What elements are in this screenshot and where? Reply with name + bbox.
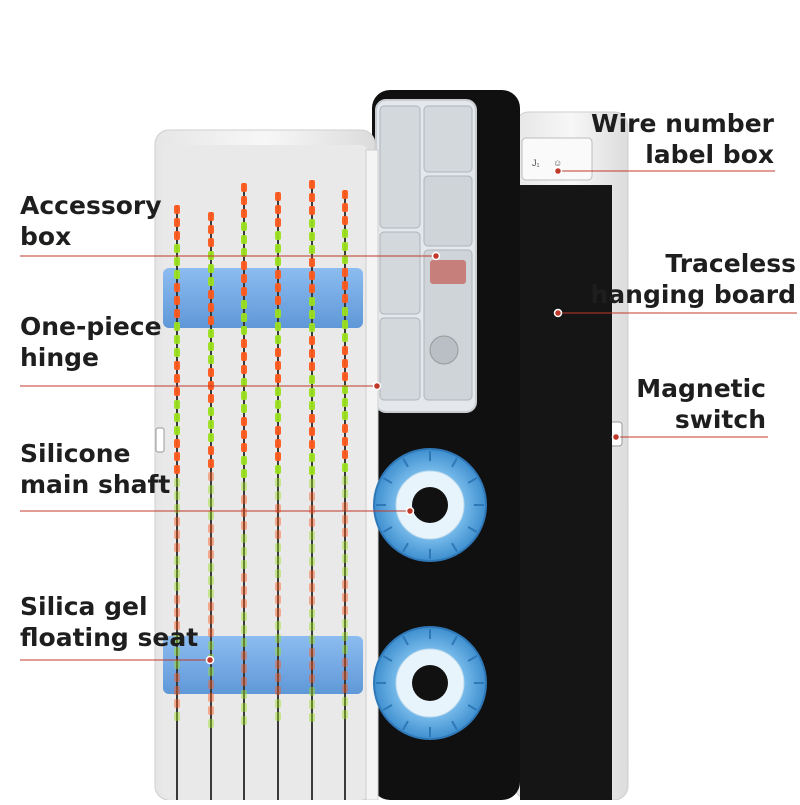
callout-dot-hinge bbox=[372, 381, 382, 391]
float bbox=[275, 192, 281, 800]
float bbox=[342, 190, 348, 800]
callout-dot-magnetic-switch bbox=[611, 432, 621, 442]
callout-dot-label-box bbox=[553, 166, 563, 176]
float bbox=[208, 212, 214, 800]
silicone-main-shaft-rack bbox=[163, 268, 363, 328]
case-liner bbox=[163, 145, 368, 800]
float bbox=[174, 205, 180, 800]
side-clip bbox=[155, 427, 165, 453]
line-spool bbox=[373, 448, 487, 562]
wire-number-label-box bbox=[521, 137, 593, 181]
label-box-tag: J₁ bbox=[532, 158, 540, 168]
float bbox=[241, 183, 247, 800]
traceless-hanging-board bbox=[520, 185, 612, 800]
callout-dot-hanging-board bbox=[553, 308, 563, 318]
one-piece-hinge bbox=[365, 149, 379, 801]
callout-dot-accessory-box bbox=[431, 251, 441, 261]
callout-dot-floating-seat bbox=[205, 655, 215, 665]
line-spool bbox=[373, 626, 487, 740]
callout-dot-main-shaft bbox=[405, 506, 415, 516]
float bbox=[309, 180, 315, 800]
label-box-icon: ☺ bbox=[553, 158, 562, 168]
